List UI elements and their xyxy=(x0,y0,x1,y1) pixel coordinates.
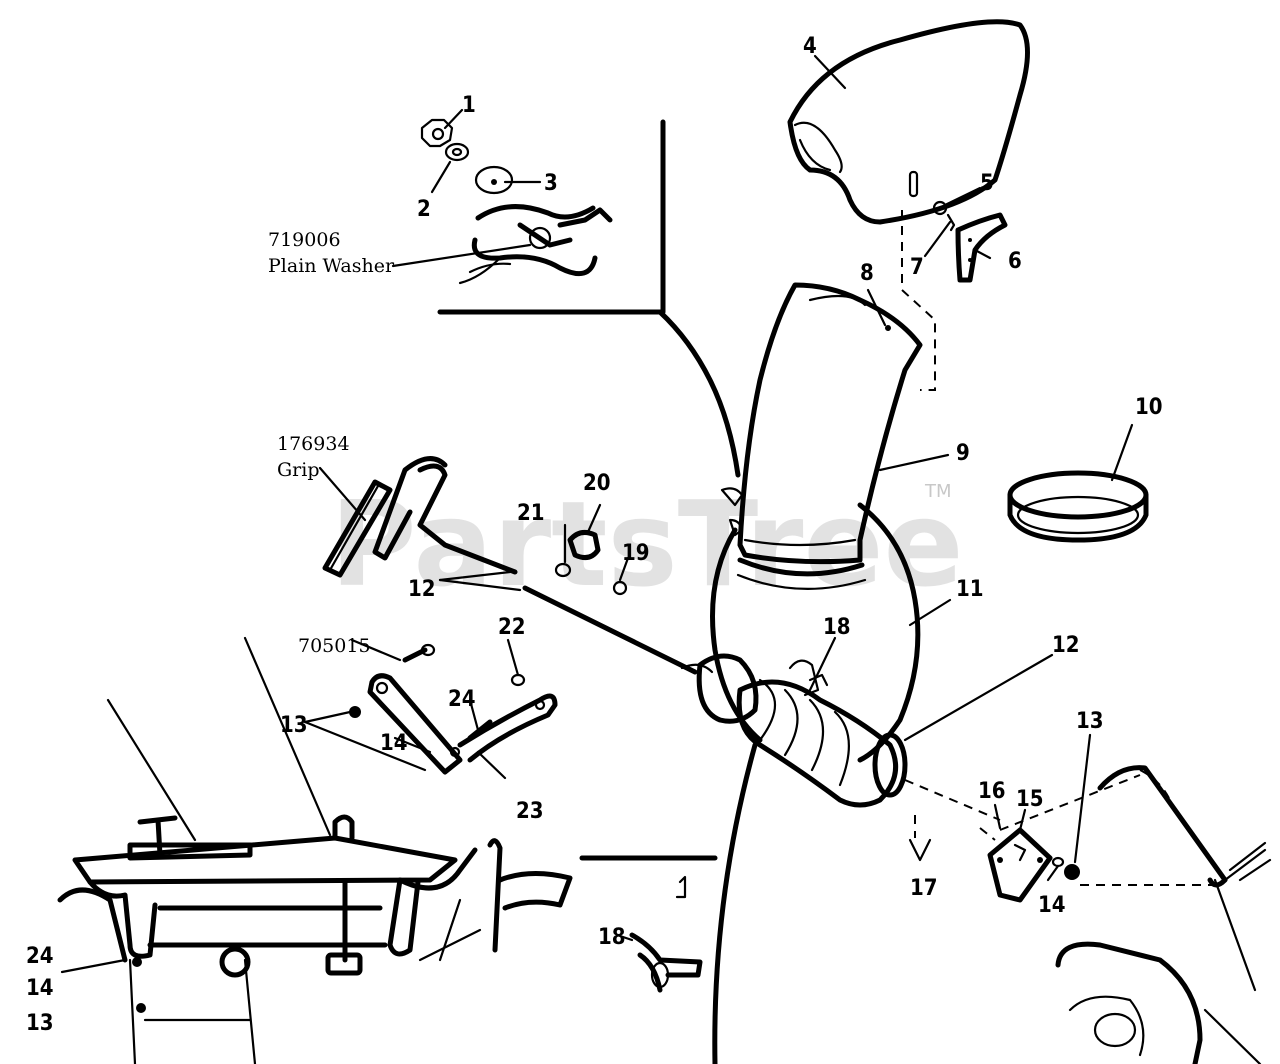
callout-17: 17 xyxy=(910,876,938,901)
bolt-number: 705015 xyxy=(298,635,371,657)
housing-bottom-right xyxy=(1055,765,1272,1064)
clip-part-22[interactable] xyxy=(510,673,526,687)
watermark-tm: TM xyxy=(924,481,952,502)
crank-handle[interactable] xyxy=(372,456,518,575)
callout-18-lower: 18 xyxy=(598,925,626,950)
washer-number: 719006 xyxy=(268,229,341,251)
frame-outline xyxy=(437,119,741,478)
callout-12-left: 12 xyxy=(408,577,436,602)
washer-name: Plain Washer xyxy=(268,255,395,277)
pin-part[interactable] xyxy=(908,170,919,198)
callout-16: 16 xyxy=(978,779,1006,804)
callout-20: 20 xyxy=(583,471,611,496)
crank-worm-part-12[interactable] xyxy=(696,653,1001,821)
callout-14-right: 14 xyxy=(1038,893,1066,918)
callout-10: 10 xyxy=(1135,395,1163,420)
callout-1: 1 xyxy=(462,93,476,118)
nut-part-1[interactable] xyxy=(420,118,454,148)
callout-24-bottom: 24 xyxy=(26,944,54,969)
control-cable-assembly[interactable] xyxy=(458,204,613,285)
grip-name: Grip xyxy=(277,459,320,481)
callout-5: 5 xyxy=(980,171,994,196)
callout-2: 2 xyxy=(417,197,431,222)
callout-11: 11 xyxy=(956,577,984,602)
callout-19: 19 xyxy=(622,541,650,566)
bracket-part-23[interactable] xyxy=(367,673,558,775)
clip-part-18-lower[interactable] xyxy=(629,932,703,993)
nut-part-19[interactable] xyxy=(612,580,628,596)
callout-18-upper: 18 xyxy=(823,615,851,640)
pin-part-17[interactable] xyxy=(908,815,932,862)
bushing-part-20[interactable] xyxy=(567,529,601,561)
callout-13-right: 13 xyxy=(1076,709,1104,734)
dashboard-panel xyxy=(57,636,573,1064)
nut-part-5[interactable] xyxy=(932,200,948,216)
callout-7: 7 xyxy=(910,255,924,280)
callout-labels: 1 2 3 4 5 6 7 8 9 10 11 12 12 13 13 13 1… xyxy=(26,34,1163,1036)
callout-13-bottom: 13 xyxy=(26,1011,54,1036)
callout-4: 4 xyxy=(803,34,817,59)
ring-part-10[interactable] xyxy=(1007,470,1149,543)
grip-176934[interactable] xyxy=(322,479,393,578)
bolt-705015[interactable] xyxy=(402,643,436,663)
washer-part-14-right[interactable] xyxy=(1051,856,1065,868)
callout-14-bottom: 14 xyxy=(26,976,54,1001)
callout-6: 6 xyxy=(1008,249,1022,274)
pin-part-16[interactable] xyxy=(979,827,996,841)
callout-8: 8 xyxy=(860,261,874,286)
crank-rod-part-12[interactable] xyxy=(522,585,714,675)
callout-3: 3 xyxy=(544,171,558,196)
bolt-part-24-mid[interactable] xyxy=(467,719,493,741)
part-notes: 719006 Plain Washer 176934 Grip 705015 xyxy=(268,229,395,657)
bracket-part-6[interactable] xyxy=(955,212,1008,283)
callout-12-right: 12 xyxy=(1052,633,1080,658)
nut-part-13-right[interactable] xyxy=(1064,864,1080,880)
callout-9: 9 xyxy=(956,441,970,466)
clip-part-18-upper[interactable] xyxy=(788,659,829,697)
callout-24-mid: 24 xyxy=(448,687,476,712)
gear-plate-part-15[interactable] xyxy=(987,827,1053,903)
chute-part-9[interactable] xyxy=(736,282,923,590)
nut-part-13-left[interactable] xyxy=(349,706,361,718)
callout-15: 15 xyxy=(1016,787,1044,812)
callout-21: 21 xyxy=(517,501,545,526)
lockwasher-part-2[interactable] xyxy=(444,142,470,162)
washer-part-3[interactable] xyxy=(474,165,514,195)
pin-part-21[interactable] xyxy=(554,562,572,578)
callout-22: 22 xyxy=(498,615,526,640)
lower-frame xyxy=(579,742,758,1064)
callout-14-mid: 14 xyxy=(380,731,408,756)
callout-13-left: 13 xyxy=(280,713,308,738)
callout-23: 23 xyxy=(516,799,544,824)
grip-number: 176934 xyxy=(277,433,350,455)
bolt-part-7[interactable] xyxy=(946,213,956,232)
chute-deflector-part-4[interactable] xyxy=(787,19,1030,225)
leader-lines xyxy=(60,54,1134,974)
